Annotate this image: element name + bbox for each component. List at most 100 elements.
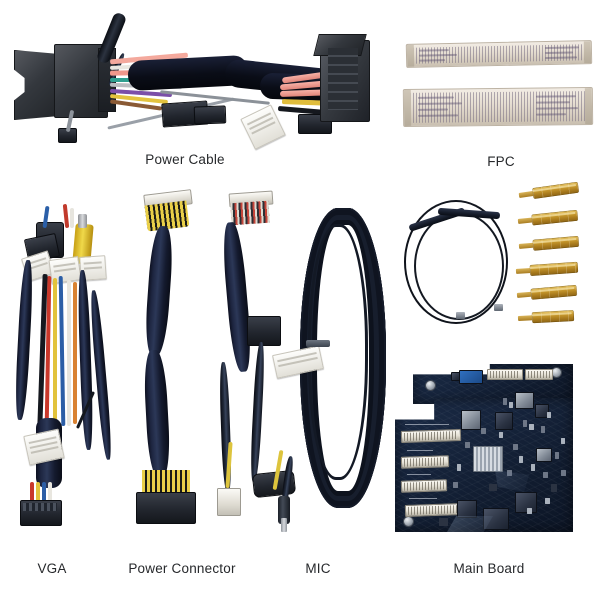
fpc-connector-1 [400, 428, 462, 444]
top-fpc-connector-2 [525, 369, 553, 380]
antenna-ipex-1 [456, 312, 465, 319]
fpc-connector-3 [400, 479, 448, 493]
fpc-end-left-2 [403, 89, 412, 126]
silkscreen-line-3 [407, 474, 431, 475]
fpc-print-2h [536, 113, 567, 116]
mount-screw-bottom-left [403, 516, 414, 527]
ic-main-4 [515, 492, 537, 513]
smd-6 [547, 412, 551, 418]
vga-wire-blue [58, 275, 66, 427]
label-power-cable: Power Cable [145, 152, 225, 167]
antenna-ipex-2 [494, 304, 503, 311]
standoff-4 [515, 261, 579, 277]
arm-smd-1 [451, 372, 460, 381]
vga-sleeve-loop-2 [88, 289, 114, 461]
mic-harness-inline-block [247, 316, 281, 346]
power-connector-sleeve-lower [142, 349, 172, 479]
part-main-board [395, 352, 580, 542]
ic-main-8 [535, 404, 549, 418]
smd-10 [531, 464, 535, 471]
ground-pour-2 [495, 470, 529, 492]
part-mic-inner-harness [215, 190, 305, 537]
mic-harness-bottom-plug [217, 488, 241, 516]
standoff-6 [517, 310, 575, 324]
smd-19 [481, 428, 486, 434]
label-fpc: FPC [487, 154, 515, 169]
ic-main-2 [515, 392, 534, 409]
smd-24 [561, 470, 566, 476]
power-connector-bottom-housing [136, 492, 196, 524]
smd-11 [543, 472, 548, 478]
mic-harness-branch [249, 341, 266, 483]
fpc-print-2d [418, 114, 459, 117]
rca-connector-yellow-tip [78, 214, 87, 228]
fpc-print-2f [535, 101, 570, 104]
label-vga: VGA [37, 561, 67, 576]
vga-lead-white [70, 208, 74, 228]
mic-cable-tie [306, 340, 330, 347]
smd-23 [561, 438, 565, 444]
smd-2 [509, 402, 513, 408]
part-power-cable [10, 11, 370, 153]
part-fpc-group [402, 40, 594, 140]
label-power-connector: Power Connector [128, 561, 236, 576]
fpc-end-right-1 [583, 41, 592, 64]
ic-main-6 [457, 500, 477, 518]
fpc-cable-1 [405, 40, 593, 68]
smd-9 [507, 470, 512, 476]
smd-14 [465, 442, 470, 448]
smd-5 [541, 426, 545, 433]
smd-1 [503, 398, 507, 405]
mount-screw-arm-left [425, 380, 436, 391]
smd-4 [529, 424, 534, 430]
vga-header-chip [459, 370, 483, 384]
smd-15 [457, 464, 461, 471]
cable-label-tag [240, 104, 286, 150]
ic-main-7 [536, 448, 552, 462]
fpc-end-left-1 [406, 44, 415, 67]
mic-harness-sleeve [220, 221, 254, 373]
vga-bottom-wire-1 [30, 482, 34, 504]
fpc-cable-2 [402, 87, 594, 127]
ic-main-1 [461, 410, 481, 430]
smd-18 [499, 432, 503, 438]
smd-20 [527, 508, 532, 514]
smd-3 [523, 420, 527, 427]
smd-7 [513, 444, 518, 450]
ic-main-5 [483, 508, 509, 530]
part-standoffs [515, 181, 595, 331]
antenna-coil-2 [414, 212, 504, 320]
antenna-coil-1 [404, 200, 508, 324]
standoff-5 [516, 284, 578, 301]
part-vga [8, 200, 126, 535]
vga-wire-yellow [53, 278, 57, 426]
silkscreen-line-1 [405, 424, 449, 425]
vga-bottom-wire-4 [48, 482, 52, 504]
smd-13 [545, 498, 550, 504]
main-connector-right-face [328, 48, 358, 110]
smd-21 [439, 518, 448, 526]
part-power-connector [130, 189, 210, 532]
fpc-connector-4 [404, 502, 464, 518]
standoff-1 [518, 181, 580, 201]
ic-main-3 [495, 412, 513, 430]
fpc-print-2a [417, 96, 454, 99]
power-connector-sleeve-upper [143, 225, 175, 357]
mic-35mm-plug-tip [281, 518, 287, 532]
top-fpc-connector-1 [487, 369, 523, 380]
smd-8 [519, 456, 523, 463]
fpc-connector-2 [400, 455, 450, 469]
smd-22 [555, 452, 559, 459]
vga-bottom-wire-2 [36, 482, 40, 504]
vga-bottom-connector-keys [23, 503, 57, 511]
part-antenna-cables [398, 192, 513, 332]
inline-clip-2 [193, 105, 227, 125]
fpc-end-right-2 [584, 88, 593, 125]
fpc-print-2c [418, 108, 449, 111]
vga-bottom-wire-3 [42, 482, 46, 504]
standoff-2 [517, 209, 579, 227]
silkscreen-line-2 [407, 450, 433, 451]
smd-17 [489, 484, 497, 491]
vga-wire-orange [73, 282, 77, 424]
